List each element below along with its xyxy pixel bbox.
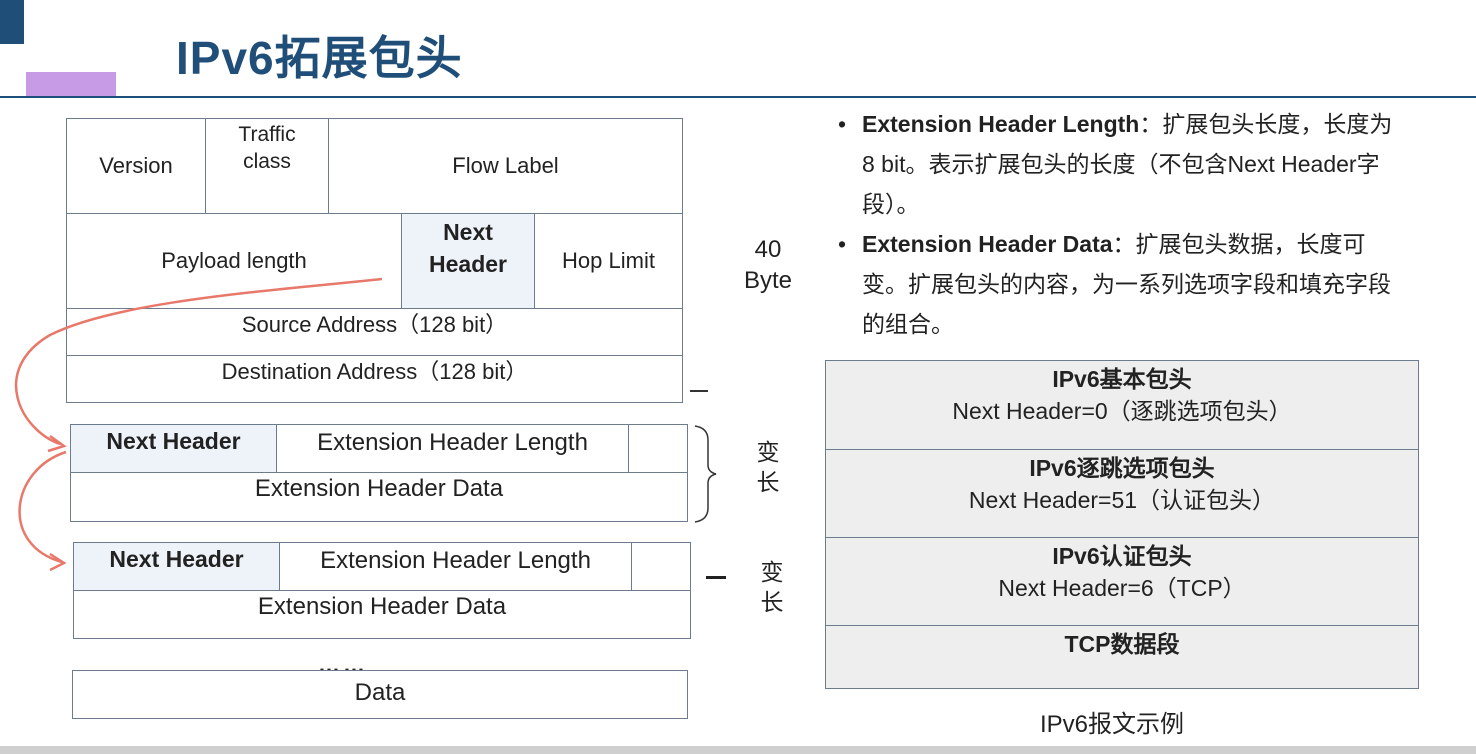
- bullet-term: Extension Header Length: [862, 111, 1140, 137]
- size-tick-mark: [690, 390, 708, 392]
- arrow-head-2: [49, 552, 67, 572]
- base-header-size-label: 40 Byte: [743, 236, 793, 295]
- destination-address-field: Destination Address（128 bit）: [66, 355, 683, 403]
- title-divider: [0, 96, 1476, 98]
- data-block: Data: [72, 670, 688, 719]
- chain-block-title: TCP数据段: [1064, 631, 1180, 657]
- chain-block-title: IPv6基本包头: [1052, 366, 1192, 392]
- chain-block: IPv6认证包头 Next Header=6（TCP）: [825, 537, 1419, 626]
- ext2-size-label: 变 长: [760, 559, 784, 615]
- page-title: IPv6拓展包头: [176, 32, 463, 84]
- decorative-square: [0, 0, 24, 44]
- chain-block-title: IPv6逐跳选项包头: [1029, 455, 1215, 481]
- ext2-length: Extension Header Length: [279, 542, 632, 591]
- chain-block-title: IPv6认证包头: [1052, 543, 1192, 569]
- chain-block: TCP数据段: [825, 625, 1419, 689]
- bullet-desc: ：扩展包头长度，长度为8 bit。表示扩展包头的长度（不包含Next Heade…: [862, 111, 1393, 217]
- version-field: Version: [66, 118, 206, 214]
- chain-block-detail: Next Header=0（逐跳选项包头）: [952, 398, 1292, 424]
- next-header-field: Next Header: [401, 213, 535, 309]
- ext2-next-header: Next Header: [73, 542, 280, 591]
- traffic-class-field: Traffic class: [205, 118, 329, 214]
- ext1-length: Extension Header Length: [276, 424, 629, 473]
- description-list: Extension Header Length：扩展包头长度，长度为8 bit。…: [838, 104, 1398, 344]
- example-caption: IPv6报文示例: [1040, 711, 1185, 738]
- hop-limit-field: Hop Limit: [534, 213, 683, 309]
- ext1-size-label: 变 长: [756, 439, 780, 495]
- brace-ext1: [694, 425, 717, 523]
- chain-block: IPv6基本包头 Next Header=0（逐跳选项包头）: [825, 360, 1419, 450]
- payload-length-field: Payload length: [66, 213, 402, 309]
- decorative-accent-bar: [26, 72, 116, 96]
- arrow-head-1: [47, 434, 67, 453]
- bullet-term: Extension Header Data: [862, 231, 1113, 257]
- arrow-next-header-to-ext1: [14, 277, 383, 446]
- chain-block: IPv6逐跳选项包头 Next Header=51（认证包头）: [825, 449, 1419, 538]
- size-tick-mark-2: [706, 576, 726, 579]
- arrow-ext1-to-ext2: [18, 450, 67, 564]
- chain-block-detail: Next Header=51（认证包头）: [968, 487, 1276, 513]
- ext2-data: Extension Header Data: [73, 590, 691, 639]
- bottom-band: [0, 746, 1476, 754]
- bullet-item: Extension Header Data：扩展包头数据，长度可变。扩展包头的内…: [838, 224, 1398, 344]
- chain-block-detail: Next Header=6（TCP）: [998, 575, 1246, 601]
- flow-label-field: Flow Label: [328, 118, 683, 214]
- ext1-data: Extension Header Data: [70, 472, 688, 522]
- source-address-field: Source Address（128 bit）: [66, 308, 683, 356]
- ext1-next-header: Next Header: [70, 424, 277, 473]
- bullet-desc: ：扩展包头数据，长度可变。扩展包头的内容，为一系列选项字段和填充字段的组合。: [862, 231, 1391, 337]
- bullet-item: Extension Header Length：扩展包头长度，长度为8 bit。…: [838, 104, 1398, 224]
